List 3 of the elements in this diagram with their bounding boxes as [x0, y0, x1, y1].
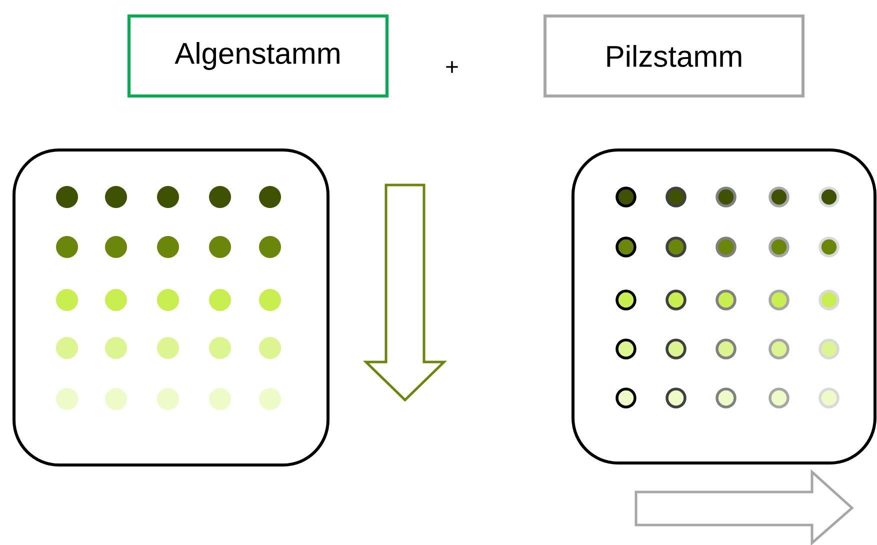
label-box: Pilzstamm: [544, 14, 804, 98]
label-box: Algenstamm: [128, 14, 388, 98]
plus-sign: +: [446, 61, 458, 73]
